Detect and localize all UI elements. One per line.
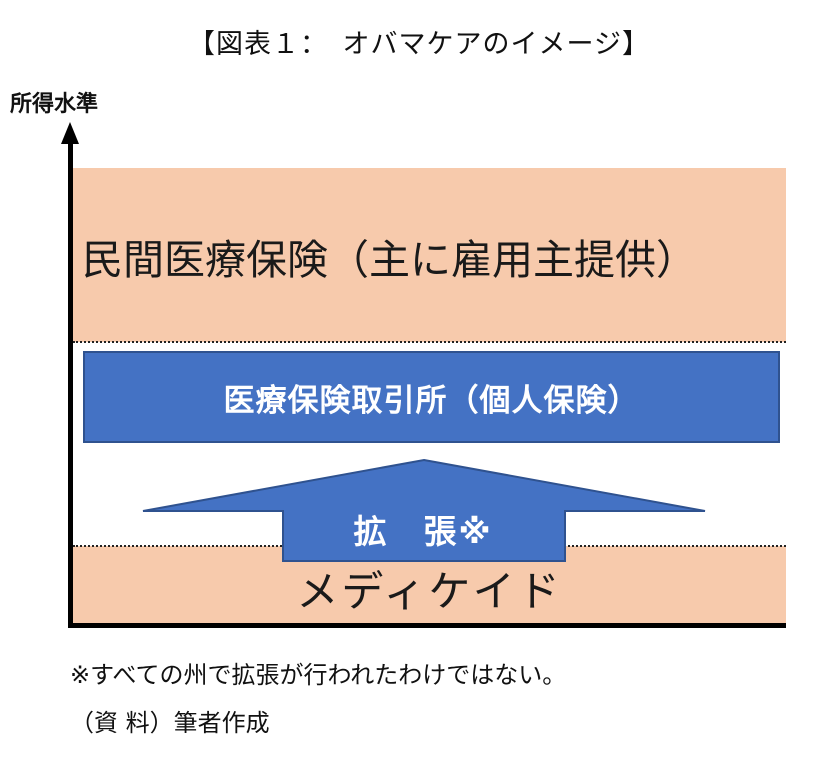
insurance-exchange-label: 医療保険取引所（個人保険） [223,382,640,419]
y-axis-line [68,140,73,628]
private-insurance-label: 民間医療保険（主に雇用主提供） [82,236,697,284]
insurance-exchange-box: 医療保険取引所（個人保険） [83,351,780,443]
x-axis-line [68,623,786,628]
expansion-arrow-icon [142,458,706,562]
figure-title: 【図表１： オバマケアのイメージ】 [188,29,650,60]
y-axis-arrowhead-icon [61,122,79,144]
private-insurance-band [73,168,786,342]
medicaid-label: メディケイド [296,567,563,616]
expansion-label: 拡 張※ [353,512,493,551]
footnote: ※すべての州で拡張が行われたわけではない。 [70,661,567,689]
upper-dotted-divider [73,341,786,343]
y-axis-label: 所得水準 [10,92,99,117]
source-note: （資 料）筆者作成 [70,709,270,737]
